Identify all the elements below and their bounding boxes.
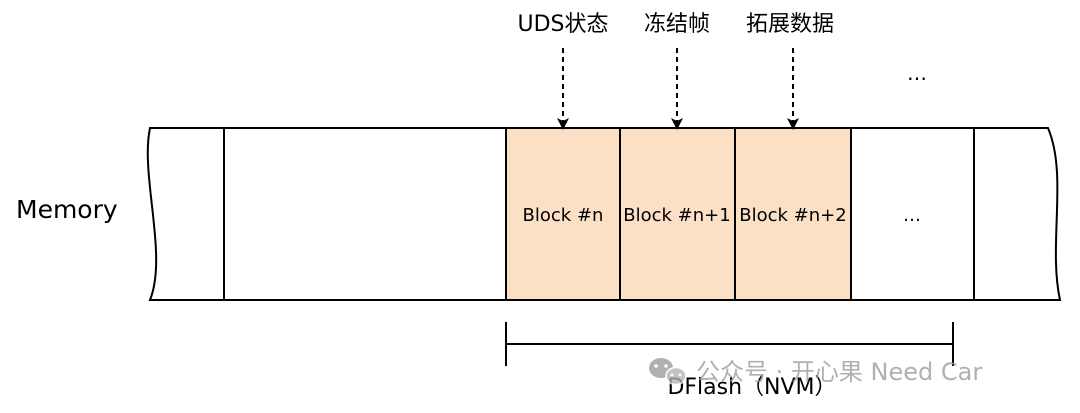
memory-label: Memory	[16, 195, 118, 224]
dflash-range-bracket	[505, 322, 954, 366]
block-0-rect	[505, 127, 621, 301]
pointer-label-freeze-frame: 冻结帧	[644, 12, 710, 37]
block-2-label: Block #n+2	[739, 205, 846, 226]
block-0-label: Block #n	[523, 205, 604, 226]
pointer-label-more: …	[907, 61, 927, 85]
pointer-label-uds-state: UDS状态	[517, 12, 608, 37]
dflash-range-label: DFlash（NVM）	[667, 375, 836, 400]
watermark: 公众号 · 开心果 Need Car	[649, 358, 982, 386]
block-3-label: …	[903, 205, 921, 226]
watermark-text: 公众号 · 开心果 Need Car	[696, 358, 982, 386]
block-1: Block #n+1	[619, 127, 736, 301]
block-2: Block #n+2	[734, 127, 852, 301]
block-1-label: Block #n+1	[623, 205, 730, 226]
pointer-label-extended-data: 拓展数据	[746, 12, 834, 37]
block-3: …	[850, 127, 975, 301]
block-0: Block #n	[505, 127, 621, 301]
block-2-rect	[734, 127, 852, 301]
block-3-rect	[850, 127, 975, 301]
wechat-icon	[649, 358, 687, 386]
